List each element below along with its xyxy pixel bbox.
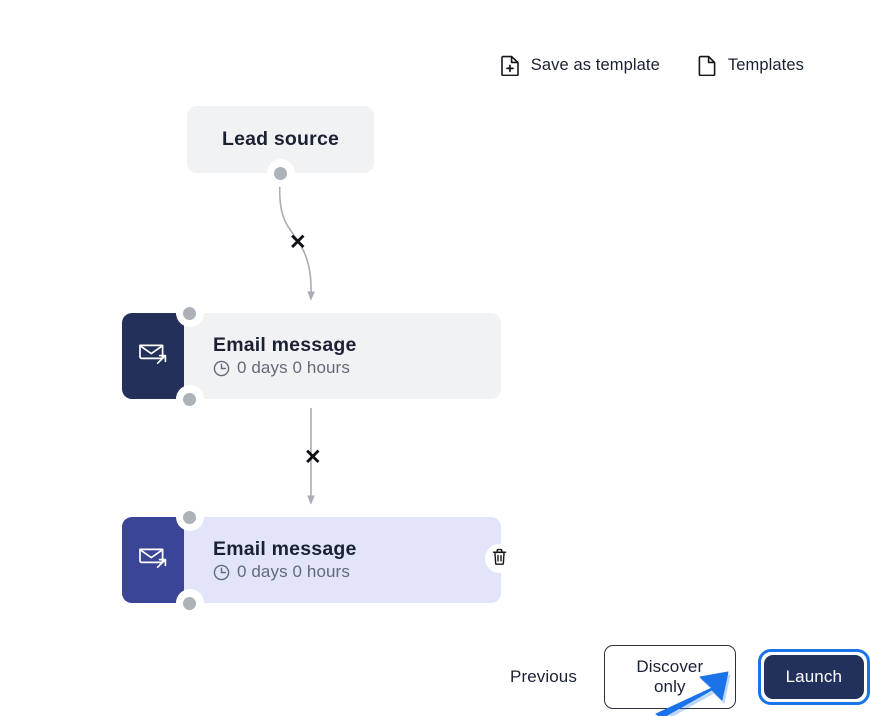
node-duration-label: 0 days 0 hours: [237, 562, 350, 582]
email-send-icon: [138, 545, 168, 576]
wizard-actions: Previous Discover only Launch: [510, 645, 870, 709]
node-handle-top[interactable]: [175, 299, 204, 327]
delete-node-button[interactable]: [485, 544, 514, 573]
edge-delete-marker-1[interactable]: ✕: [289, 231, 307, 254]
email-send-icon: [138, 341, 168, 372]
save-as-template-label: Save as template: [530, 56, 660, 74]
node-handle-bottom[interactable]: [175, 385, 204, 413]
node-handle-bottom[interactable]: [175, 589, 204, 617]
templates-label: Templates: [727, 56, 804, 74]
trash-icon: [491, 548, 508, 569]
node-duration-label: 0 days 0 hours: [237, 358, 350, 378]
node-title: Email message: [213, 537, 357, 560]
node-email-message-2[interactable]: Email message 0 days 0 hours: [122, 503, 501, 617]
clock-icon: [213, 564, 230, 581]
node-duration: 0 days 0 hours: [213, 562, 501, 582]
node-lead-source[interactable]: Lead source: [187, 106, 374, 187]
node-icon-panel: [122, 313, 184, 399]
node-title: Lead source: [221, 128, 340, 150]
node-handle-top[interactable]: [175, 503, 204, 531]
clock-icon: [213, 360, 230, 377]
previous-button[interactable]: Previous: [510, 667, 577, 686]
launch-button-focus-ring: Launch: [757, 649, 870, 705]
document-plus-icon: [500, 55, 520, 77]
save-as-template-button[interactable]: Save as template: [500, 55, 660, 77]
discover-only-button[interactable]: Discover only: [603, 645, 736, 709]
top-toolbar: Save as template Templates: [500, 55, 804, 77]
node-handle-bottom[interactable]: [266, 159, 295, 187]
document-icon: [698, 55, 717, 77]
node-icon-panel: [122, 517, 184, 603]
launch-button[interactable]: Launch: [763, 655, 864, 699]
node-email-message-1[interactable]: Email message 0 days 0 hours: [122, 299, 501, 413]
templates-button[interactable]: Templates: [698, 55, 804, 77]
node-duration: 0 days 0 hours: [213, 358, 501, 378]
node-title: Email message: [213, 333, 357, 356]
node-body: Email message 0 days 0 hours: [184, 313, 501, 399]
node-body: Email message 0 days 0 hours: [184, 517, 501, 603]
edge-delete-marker-2[interactable]: ✕: [304, 446, 322, 469]
